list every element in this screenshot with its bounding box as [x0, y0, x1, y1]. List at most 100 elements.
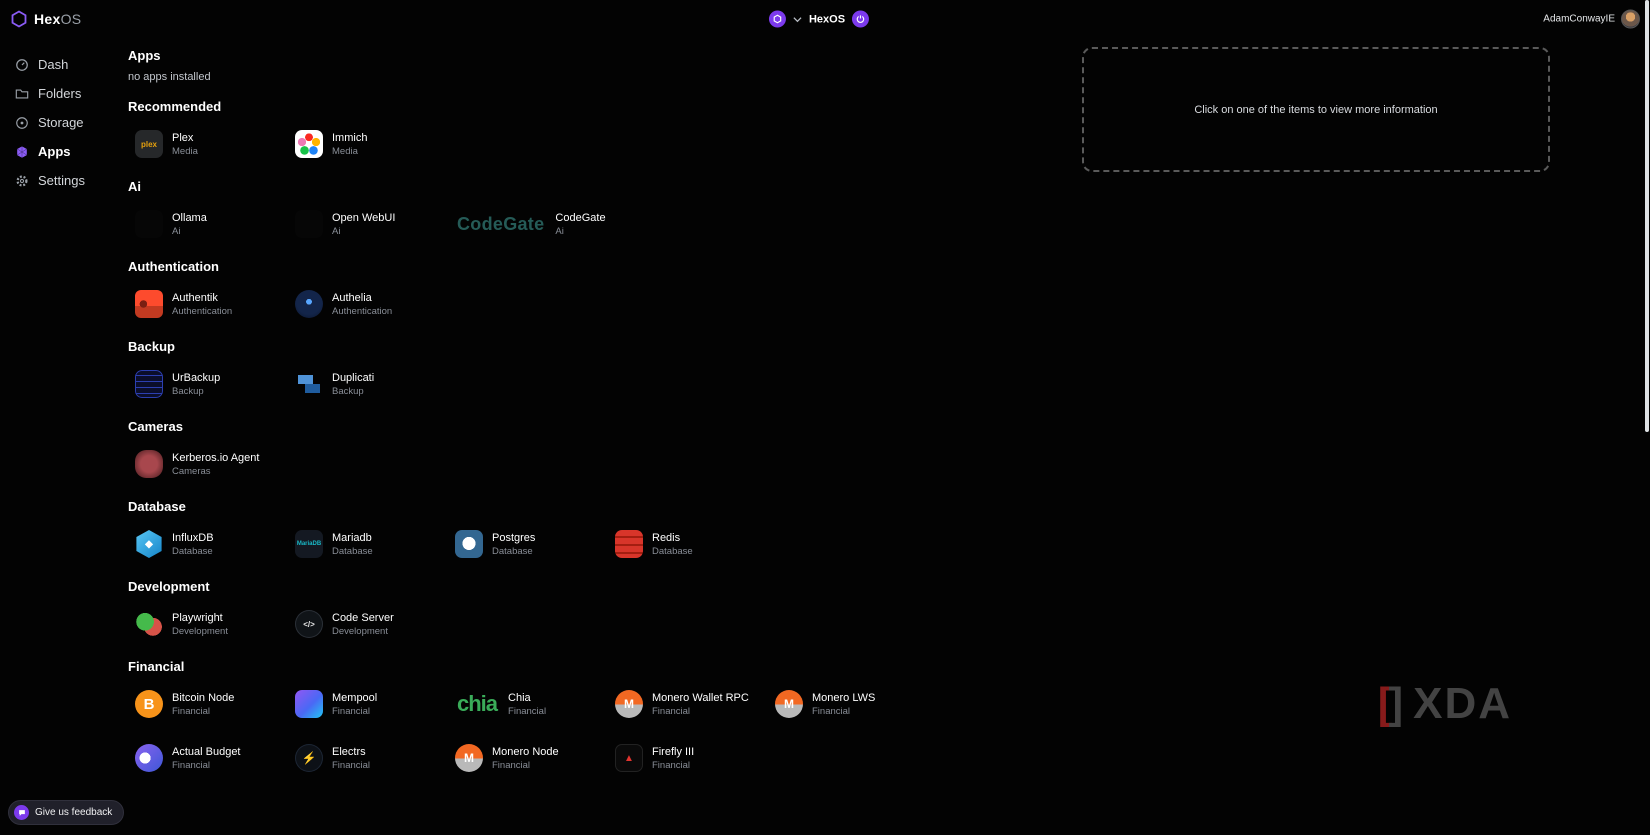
app-name: Mariadb — [332, 531, 372, 544]
app-category: Financial — [652, 759, 691, 771]
firefly-icon: ▲ — [615, 744, 643, 772]
redis-icon — [615, 530, 643, 558]
feedback-button[interactable]: Give us feedback — [8, 800, 125, 825]
app-name: Ollama — [172, 211, 207, 224]
scrollbar-thumb[interactable] — [1645, 0, 1649, 432]
dashboard-icon — [15, 58, 29, 72]
duplicati-icon — [295, 370, 323, 398]
app-category: Financial — [492, 759, 531, 771]
influxdb-icon: ◆ — [136, 530, 162, 558]
app-name: Code Server — [332, 611, 394, 624]
app-name: Postgres — [492, 531, 536, 544]
hexos-logo[interactable]: HexOS — [10, 10, 81, 28]
sidebar: Dash Folders Storage Apps Settings — [0, 38, 126, 835]
app-category: Financial — [172, 705, 211, 717]
section-title: Recommended — [128, 99, 222, 114]
app-category: Financial — [332, 759, 371, 771]
electrs-icon: ⚡ — [295, 744, 323, 772]
chevron-down-icon[interactable] — [793, 16, 802, 22]
server-switcher[interactable]: HexOS — [768, 10, 870, 28]
app-category: Ai — [555, 225, 564, 237]
app-category: Financial — [652, 705, 691, 717]
power-button[interactable] — [852, 10, 870, 28]
app-category: Development — [172, 625, 228, 637]
app-category: Authentication — [172, 305, 233, 317]
xda-watermark: []XDA — [1377, 679, 1512, 728]
section-title: Backup — [128, 339, 175, 354]
app-category: Media — [172, 145, 198, 157]
sidebar-item-folders[interactable]: Folders — [0, 79, 126, 108]
app-category: Database — [332, 545, 373, 557]
monero-icon: M — [775, 690, 803, 718]
sidebar-item-label: Folders — [38, 86, 82, 101]
app-name: Monero Node — [492, 745, 559, 758]
app-name: Bitcoin Node — [172, 691, 235, 704]
feedback-chat-icon — [14, 805, 29, 820]
sidebar-item-label: Settings — [38, 173, 85, 188]
apps-cube-icon — [15, 145, 29, 159]
app-name: UrBackup — [172, 371, 221, 384]
user-menu[interactable]: AdamConwayIE — [1543, 9, 1640, 29]
sidebar-item-apps[interactable]: Apps — [0, 137, 126, 166]
immich-icon — [295, 130, 323, 158]
user-avatar[interactable] — [1621, 9, 1640, 29]
folder-icon — [15, 87, 29, 101]
app-category: Ai — [332, 225, 341, 237]
sidebar-item-storage[interactable]: Storage — [0, 108, 126, 137]
authelia-icon — [295, 290, 323, 318]
gear-icon — [15, 174, 29, 188]
app-name: Chia — [508, 691, 531, 704]
openwebui-icon — [295, 210, 323, 238]
authentik-icon — [135, 290, 163, 318]
monero-icon: M — [455, 744, 483, 772]
app-name: Redis — [652, 531, 681, 544]
top-bar: HexOS HexOS AdamConwayIE — [0, 0, 1650, 38]
app-category: Financial — [508, 705, 547, 717]
app-category: Media — [332, 145, 358, 157]
section-title: Cameras — [128, 419, 183, 434]
sidebar-item-dash[interactable]: Dash — [0, 50, 126, 79]
app-name: Immich — [332, 131, 368, 144]
app-category: Ai — [172, 225, 181, 237]
app-category: Development — [332, 625, 388, 637]
brand-text: HexOS — [34, 11, 82, 27]
sidebar-item-settings[interactable]: Settings — [0, 166, 126, 195]
section-title: Authentication — [128, 259, 219, 274]
